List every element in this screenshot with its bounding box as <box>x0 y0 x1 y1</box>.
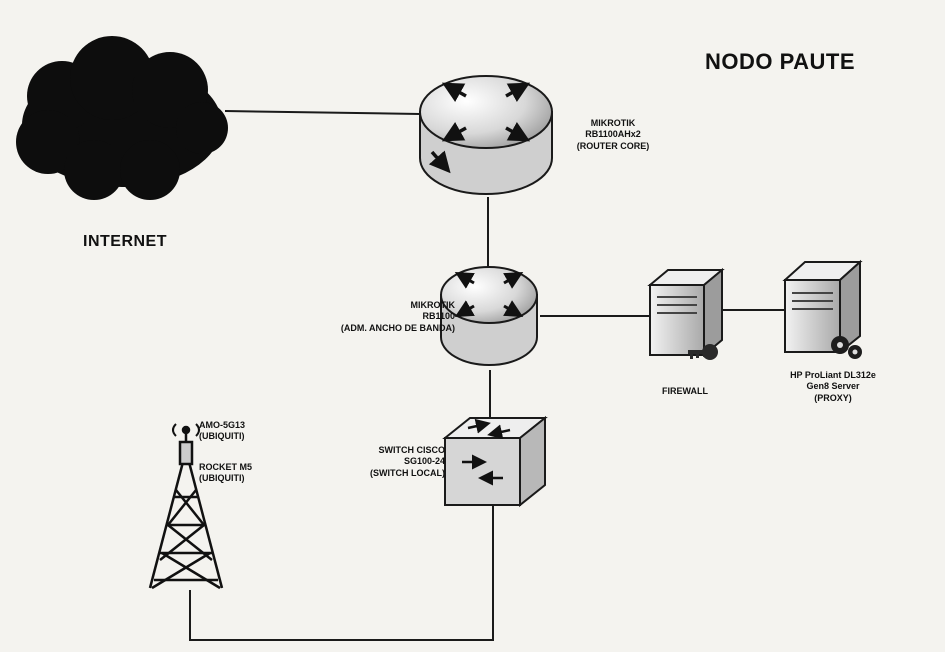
amo-label-line2: (UBIQUITI) <box>199 431 245 442</box>
firewall-label: FIREWALL <box>662 386 708 396</box>
switch-label-line1: SWITCH CISCO <box>378 445 446 455</box>
proxy-server-icon <box>782 259 863 359</box>
proxy-server-label-line3: (PROXY) <box>814 392 852 403</box>
gear-icon <box>831 336 862 359</box>
router-core-label-line1: MIKROTIK <box>590 118 636 128</box>
link-internet-core <box>224 110 421 115</box>
amo-label-line1: AMO-5G13 <box>199 420 246 430</box>
link-switch-tower <box>189 505 494 641</box>
router-bw-label-line1: MIKROTIK <box>410 300 456 310</box>
router-core-icon <box>419 75 553 195</box>
proxy-server-label-line2: Gen8 Server <box>806 381 860 392</box>
radio-tower-icon <box>148 423 224 590</box>
router-bw-icon <box>440 266 538 366</box>
internet-label: INTERNET <box>83 233 167 250</box>
connection-lines <box>189 110 785 641</box>
rocket-label-line1: ROCKET M5 <box>199 462 253 472</box>
router-bw-label-line3: (ADM. ANCHO DE BANDA) <box>340 322 455 333</box>
amo-antenna-label: AMO-5G13 (UBIQUITI) <box>199 420 299 443</box>
switch-icon <box>442 415 548 508</box>
router-bw-label: MIKROTIK RB1100 (ADM. ANCHO DE BANDA) <box>270 300 455 334</box>
rocket-radio-label: ROCKET M5 (UBIQUITI) <box>199 462 299 485</box>
router-core-label: MIKROTIK RB1100AHx2 (ROUTER CORE) <box>548 118 678 152</box>
router-bw-label-line2: RB1100 <box>422 311 455 322</box>
internet-cloud-icon <box>16 36 228 200</box>
proxy-server-label-line1: HP ProLiant DL312e <box>790 370 876 380</box>
router-core-label-line3: (ROUTER CORE) <box>576 140 650 151</box>
switch-label-line2: SG100-24 <box>403 456 445 467</box>
proxy-server-label: HP ProLiant DL312e Gen8 Server (PROXY) <box>768 370 898 404</box>
key-icon <box>688 344 718 360</box>
router-core-label-line2: RB1100AHx2 <box>585 129 641 140</box>
diagram-title: NODO PAUTE <box>705 49 856 74</box>
rocket-label-line2: (UBIQUITI) <box>199 473 245 484</box>
switch-label-line3: (SWITCH LOCAL) <box>370 467 445 478</box>
firewall-server-icon <box>647 267 725 360</box>
switch-label: SWITCH CISCO SG100-24 (SWITCH LOCAL) <box>320 445 445 479</box>
